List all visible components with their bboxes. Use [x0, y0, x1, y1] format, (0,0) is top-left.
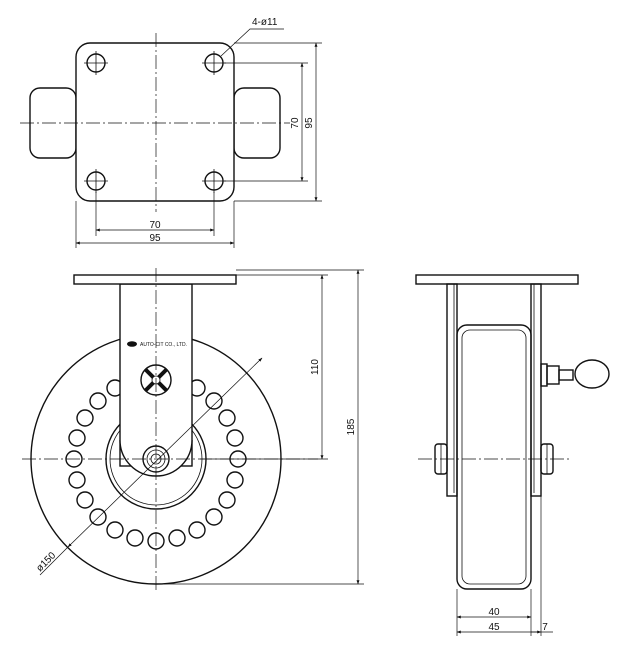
hole-callout-leader: [220, 28, 284, 57]
top-view: 4-ø11 70 95 70 95: [20, 17, 322, 248]
maker-logo: [127, 341, 137, 347]
dim-plate-width: 95: [149, 233, 161, 244]
mounting-hole-top-left: [84, 51, 108, 75]
dim-hole-spacing-h: 70: [149, 220, 161, 231]
side-view: AUTO-CIT CO., LTD. ø150 110 185: [22, 268, 364, 592]
dim-axle-height: 110: [310, 359, 321, 375]
mounting-hole-bottom-left: [84, 169, 108, 193]
dim-wheel-width: 40: [488, 607, 500, 618]
dim-hole-spacing-v: 70: [290, 117, 301, 129]
dim-bracket-width: 45: [488, 622, 500, 633]
dim-plate-thickness: 7: [542, 622, 548, 633]
maker-mark: AUTO-CIT CO., LTD.: [140, 342, 187, 348]
bracket-side-left: [446, 283, 458, 497]
wheel-side: [456, 324, 532, 590]
dim-overall-height: 185: [346, 418, 357, 435]
dim-plate-height: 95: [304, 117, 315, 129]
dim-line-wheel-diameter: [67, 357, 263, 548]
wheel-tread: [461, 329, 527, 585]
bracket-side-right: [530, 283, 542, 497]
dim-wheel-diameter: ø150: [34, 550, 58, 574]
top-plate: [73, 274, 237, 285]
hole-callout: 4-ø11: [252, 17, 278, 28]
stopper-pin-ring: [540, 359, 610, 389]
mounting-hole-bottom-right: [202, 169, 226, 193]
front-view: 40 45 7: [415, 274, 610, 636]
mounting-plate: [75, 42, 235, 202]
mounting-hole-top-right: [202, 51, 226, 75]
front-top-plate: [415, 274, 579, 285]
